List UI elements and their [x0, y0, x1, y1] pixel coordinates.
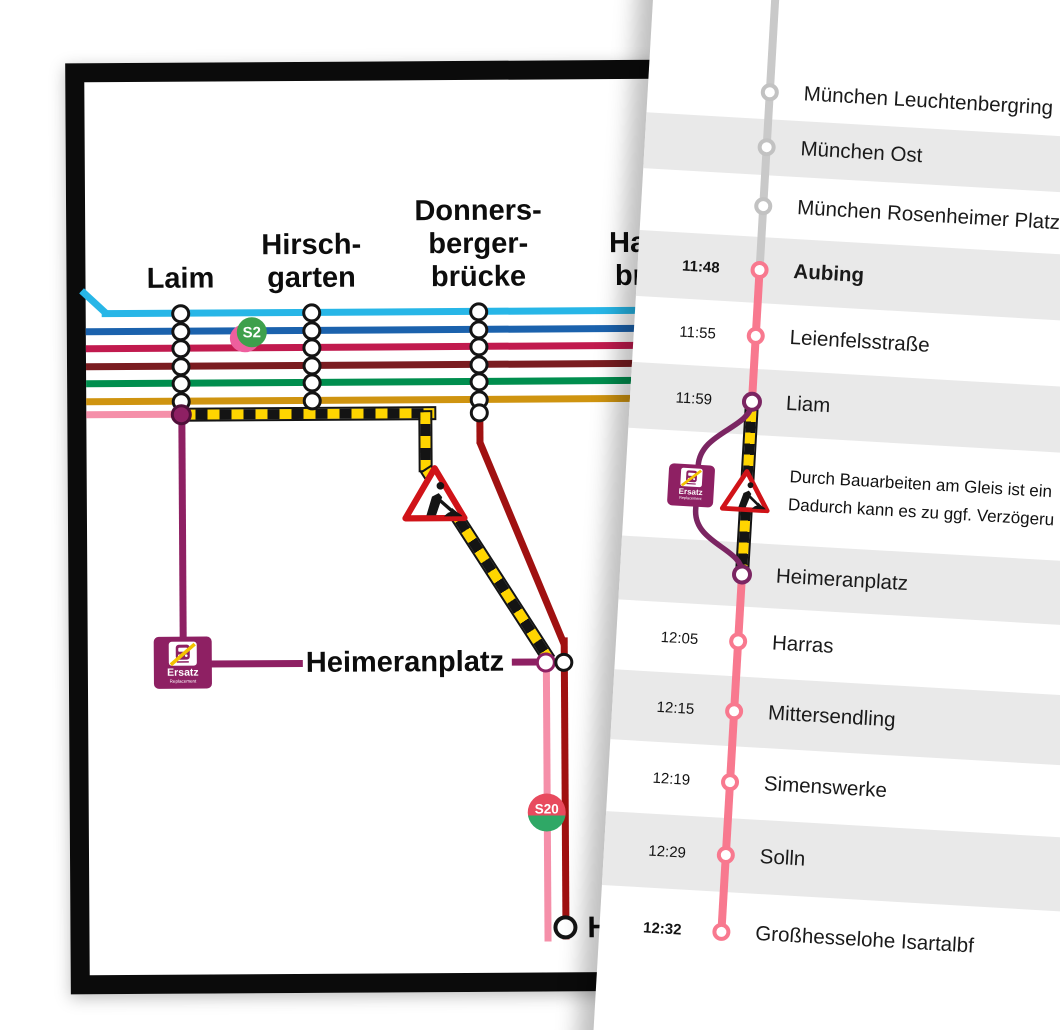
line-s20-pink: [86, 410, 182, 419]
station-node: [469, 302, 489, 322]
replacement-train-icon: [167, 640, 198, 667]
station-node: [469, 354, 489, 374]
heimeranplatz-purple-node: [535, 652, 556, 673]
timetable-time: 11:48: [681, 257, 721, 277]
station-node: [302, 320, 322, 340]
timetable-station-name: Solln: [759, 845, 806, 871]
timetable-station-name: Simenswerke: [763, 772, 888, 803]
replacement-train-icon: [678, 466, 705, 489]
route-node-purple: [731, 563, 753, 586]
timetable-station-name: Heimeranplatz: [775, 564, 909, 596]
timetable-station-name: Aubing: [792, 259, 865, 288]
timetable-station-name: Mittersendling: [767, 701, 897, 732]
route-node-pink: [750, 260, 770, 280]
timetable-station-name: München Ost: [799, 137, 924, 168]
construction-warning-icon: [719, 466, 774, 514]
ersatz-badge-title: Ersatz: [167, 666, 199, 679]
station-node: [302, 390, 322, 410]
route-node-pink: [711, 922, 731, 942]
timetable-node-cell: [725, 390, 778, 413]
timetable-time: 11:55: [678, 323, 717, 343]
route-node-pink: [746, 326, 766, 346]
station-node: [469, 403, 489, 423]
ersatz-replacement-badge: Ersatz Replacement: [153, 636, 212, 689]
map-station-label-hirschgarten: Hirsch- garten: [261, 228, 362, 295]
route-node-purple: [741, 391, 763, 413]
timetable-station-name: München Rosenheimer Platz: [796, 196, 1060, 235]
timetable-node-cell: [740, 137, 793, 158]
timetable-time: [648, 85, 744, 91]
station-node: [171, 321, 191, 341]
timetable-node-cell: [712, 631, 765, 652]
route-node-pink: [728, 631, 748, 651]
station-node: [171, 304, 191, 324]
ersatz-replacement-badge-small: Ersatz Replacement: [666, 463, 716, 508]
timetable-time: 12:32: [642, 918, 682, 939]
map-station-label-donnersbergerbruecke: Donners- berger- brücke: [414, 194, 542, 294]
harras-node: [553, 915, 578, 940]
heimeranplatz-node: [554, 652, 574, 672]
timetable-node-cell: [695, 921, 748, 942]
route-node-pink: [720, 772, 740, 792]
station-node: [302, 303, 322, 323]
timetable-node-cell: [733, 260, 786, 281]
timetable-time: 12:05: [660, 628, 699, 648]
timetable-station-name: Leienfelsstraße: [789, 325, 931, 357]
timetable-station-name: Harras: [771, 631, 835, 658]
timetable-station-name: Liam: [785, 391, 831, 418]
station-node: [469, 372, 489, 392]
station-node: [469, 319, 489, 339]
map-station-label-laim: Laim: [146, 262, 215, 295]
station-node: [171, 339, 191, 359]
route-node-pink: [724, 701, 744, 721]
timetable-time: 11:59: [675, 388, 713, 408]
timetable-node-cell: [699, 845, 752, 866]
route-node-gray: [757, 137, 777, 157]
ersatz-badge-subtitle: Replacement: [169, 678, 197, 684]
timetable-node-cell: [743, 82, 796, 103]
timetable-node-cell: [737, 196, 790, 217]
timetable-node-cell: [715, 563, 768, 586]
timetable-time: 12:19: [652, 769, 691, 789]
timetable-time: 12:29: [647, 842, 687, 862]
station-node: [302, 355, 322, 375]
map-station-label-heimeranplatz: Heimeranplatz: [305, 645, 505, 679]
timetable-node-cell: [729, 325, 782, 346]
timetable-time: [641, 199, 737, 205]
timetable-station-name: Großhesselohe Isartalbf: [754, 921, 975, 958]
station-node: [302, 373, 322, 393]
dark-red-route-bottom: [560, 637, 570, 940]
timetable-time: [620, 567, 716, 573]
laim-purple-junction-node: [170, 404, 192, 426]
s20-line-badge: S20: [527, 793, 566, 832]
route-node-gray: [760, 82, 780, 102]
route-node-pink: [716, 845, 736, 865]
station-node: [302, 338, 322, 358]
timetable-node-cell: [704, 772, 757, 793]
timetable-time: 12:15: [656, 698, 695, 718]
s2-line-badge: S2: [236, 317, 267, 348]
timetable-time: [645, 140, 741, 146]
construction-warning-icon: [401, 463, 469, 522]
detour-purple-line-vertical: [177, 414, 187, 665]
ersatz-badge-subtitle: Replacement: [679, 495, 702, 502]
route-node-gray: [753, 196, 773, 216]
station-node: [469, 337, 489, 357]
timetable-node-cell: [708, 701, 761, 722]
station-node: [171, 374, 191, 394]
station-node: [171, 356, 191, 376]
